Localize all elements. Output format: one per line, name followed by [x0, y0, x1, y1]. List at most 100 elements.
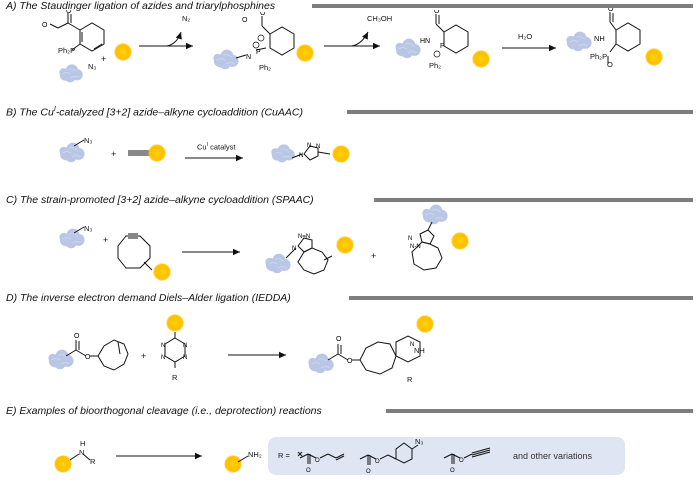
amide-product: O: [607, 8, 641, 64]
arrow-a1: [139, 31, 193, 50]
alloc-group-structure: OO: [297, 451, 345, 474]
probe-sun: [148, 144, 166, 162]
section-d-title: D) The inverse electron demand Diels–Ald…: [6, 292, 291, 304]
probe-sun: [451, 232, 469, 250]
probe-sun: [166, 314, 184, 332]
product-nh-label: NH: [414, 346, 425, 355]
catalyst-label: CuI catalyst: [197, 142, 236, 152]
svg-text:N: N: [161, 355, 165, 361]
probe-sun: [336, 236, 354, 254]
plus-sign: +: [103, 235, 109, 245]
svg-text:O: O: [74, 333, 80, 340]
svg-text:N: N: [183, 343, 187, 349]
plus-sign: +: [371, 251, 377, 261]
substrate-bonds: [69, 453, 91, 461]
svg-text:O: O: [366, 469, 371, 475]
svg-text:O: O: [315, 458, 320, 464]
section-b-title: B) The CuI-catalyzed [3+2] azide–alkyne …: [6, 106, 303, 119]
product-ph2p-label: Ph₂P: [590, 52, 608, 61]
section-d-rule: [349, 296, 693, 300]
svg-text:N: N: [246, 54, 251, 61]
arrow-c: [182, 248, 240, 256]
probe-sun: [416, 315, 434, 333]
plus-sign: +: [101, 54, 107, 64]
section-e-rule: [386, 409, 693, 413]
svg-text:O: O: [85, 354, 91, 361]
svg-text:O: O: [66, 10, 72, 15]
triazole-cyclooctene-product-2: N N-N: [408, 221, 443, 271]
reagent-ph2p-label: Ph₂P: [58, 46, 76, 55]
product-nh2-label: NH₂: [248, 450, 262, 459]
svg-text:O: O: [434, 10, 440, 15]
arrow-a3: [502, 44, 556, 52]
section-a-rule: [312, 4, 693, 8]
byproduct-ch3oh: CH₃OH: [367, 14, 393, 23]
svg-text:N: N: [183, 355, 187, 361]
section-b-rule: [347, 110, 693, 114]
svg-text:P: P: [440, 43, 445, 50]
probe-sun: [224, 455, 242, 473]
azide-bond: [73, 226, 85, 234]
probe-sun: [54, 455, 72, 473]
section-c-rule: [374, 198, 693, 202]
section-c-title: C) The strain-promoted [3+2] azide–alkyn…: [6, 194, 314, 206]
azide-bond: [73, 139, 85, 147]
svg-text:O: O: [375, 459, 380, 465]
reagent-water: H₂O: [518, 32, 533, 41]
probe-sun: [114, 43, 132, 61]
svg-text:O: O: [347, 358, 353, 365]
product-r-label: R: [407, 375, 413, 384]
section-e-title: E) Examples of bioorthogonal cleavage (i…: [6, 405, 322, 417]
biomolecule-cloud: [565, 30, 593, 52]
svg-text:N: N: [408, 236, 412, 242]
biomolecule-cloud: [58, 63, 84, 83]
probe-sun: [472, 50, 490, 68]
arrow-d: [228, 351, 286, 359]
svg-text:N: N: [307, 143, 311, 149]
product-o-label: O: [607, 60, 613, 69]
propargyl-group-structure: OO: [443, 447, 491, 474]
azide-n3-label: N₃: [88, 62, 97, 71]
svg-text:N-N: N-N: [410, 244, 421, 250]
svg-text:O: O: [608, 8, 614, 13]
azidobenzyl-group-structure: OO: [359, 442, 419, 475]
tetrazine-r-label: R: [172, 373, 178, 382]
phosphine-ester-structure: O O: [42, 10, 105, 52]
svg-text:N: N: [161, 343, 165, 349]
arrow-e: [116, 452, 202, 460]
probe-sun: [153, 263, 171, 281]
r-groups-panel: [268, 437, 625, 475]
svg-text:O: O: [459, 458, 464, 464]
intermediate2-ph2: Ph₂: [429, 61, 442, 70]
other-variations-label: and other variations: [513, 451, 593, 461]
svg-text:O: O: [336, 336, 342, 343]
triazole-cyclooctene-product-1: N=NN: [285, 234, 333, 275]
product-nh-label: NH: [594, 34, 605, 43]
svg-text:N=N: N=N: [298, 234, 310, 240]
svg-text:N: N: [410, 342, 414, 348]
svg-text:O: O: [42, 22, 48, 29]
svg-text:N: N: [292, 246, 296, 252]
amine-bond: [237, 455, 249, 463]
svg-text:O: O: [260, 12, 266, 17]
arrow-b: [185, 154, 243, 162]
azide-n3-label: N₃: [84, 224, 93, 233]
probe-sun: [332, 145, 350, 163]
svg-text:N: N: [316, 144, 320, 150]
svg-text:O: O: [450, 468, 455, 474]
probe-sun: [296, 44, 314, 62]
probe-sun: [645, 48, 663, 66]
azide-n3-label: N₃: [84, 136, 93, 145]
svg-text:P: P: [256, 49, 261, 56]
arrow-a2: [324, 31, 380, 50]
cyclooctyne-structure: [117, 233, 153, 271]
substrate-n-label: N: [79, 448, 85, 457]
plus-sign: +: [141, 351, 147, 361]
svg-text:N: N: [299, 153, 303, 159]
r-equals-label: R =: [278, 451, 290, 460]
azide-n3-label: N₃: [415, 437, 424, 446]
aza-ylide-intermediate: OO NP: [235, 12, 295, 61]
trans-cyclooctene-structure: OO: [65, 333, 129, 371]
